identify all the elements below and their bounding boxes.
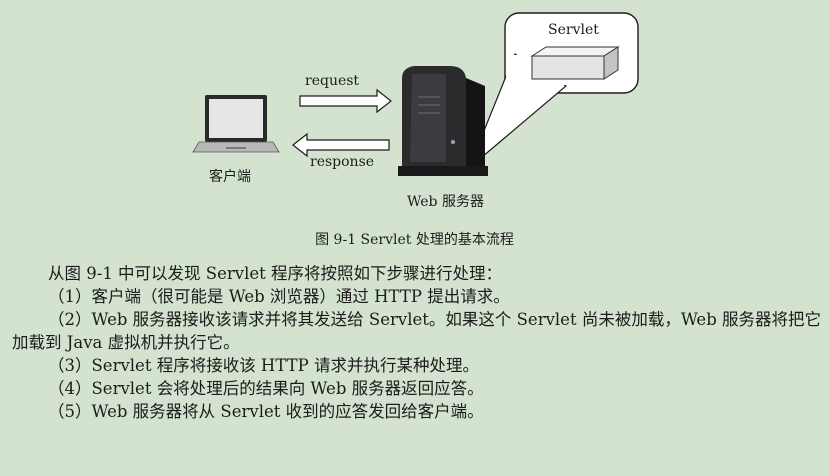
request-label: request (305, 73, 360, 89)
step-1: （1）客户端（很可能是 Web 浏览器）通过 HTTP 提出请求。 (48, 287, 510, 306)
diagram (192, 12, 639, 176)
servlet-label: Servlet (548, 22, 599, 38)
server-label: Web 服务器 (407, 194, 484, 210)
response-label: response (310, 154, 375, 170)
figure: Servlet request response 客户端 Web 服务器 图 9… (192, 12, 639, 248)
server-tower-icon (398, 66, 488, 176)
step-3: （3）Servlet 程序将接收该 HTTP 请求并执行某种处理。 (48, 356, 479, 375)
body-text: 从图 9-1 中可以发现 Servlet 程序将按照如下步骤进行处理： （1）客… (12, 262, 824, 423)
laptop-icon (192, 95, 280, 153)
step-4: （4）Servlet 会将处理后的结果向 Web 服务器返回应答。 (48, 379, 484, 398)
servlet-box-icon (530, 46, 620, 80)
step-2: （2）Web 服务器接收该请求并将其发送给 Servlet。如果这个 Servl… (12, 310, 822, 352)
response-arrow (292, 132, 390, 158)
intro-paragraph: 从图 9-1 中可以发现 Servlet 程序将按照如下步骤进行处理： (48, 264, 502, 283)
request-arrow (299, 88, 392, 114)
client-label: 客户端 (209, 169, 251, 185)
figure-caption: 图 9-1 Servlet 处理的基本流程 (315, 232, 514, 248)
step-5: （5）Web 服务器将从 Servlet 收到的应答发回给客户端。 (48, 402, 484, 421)
